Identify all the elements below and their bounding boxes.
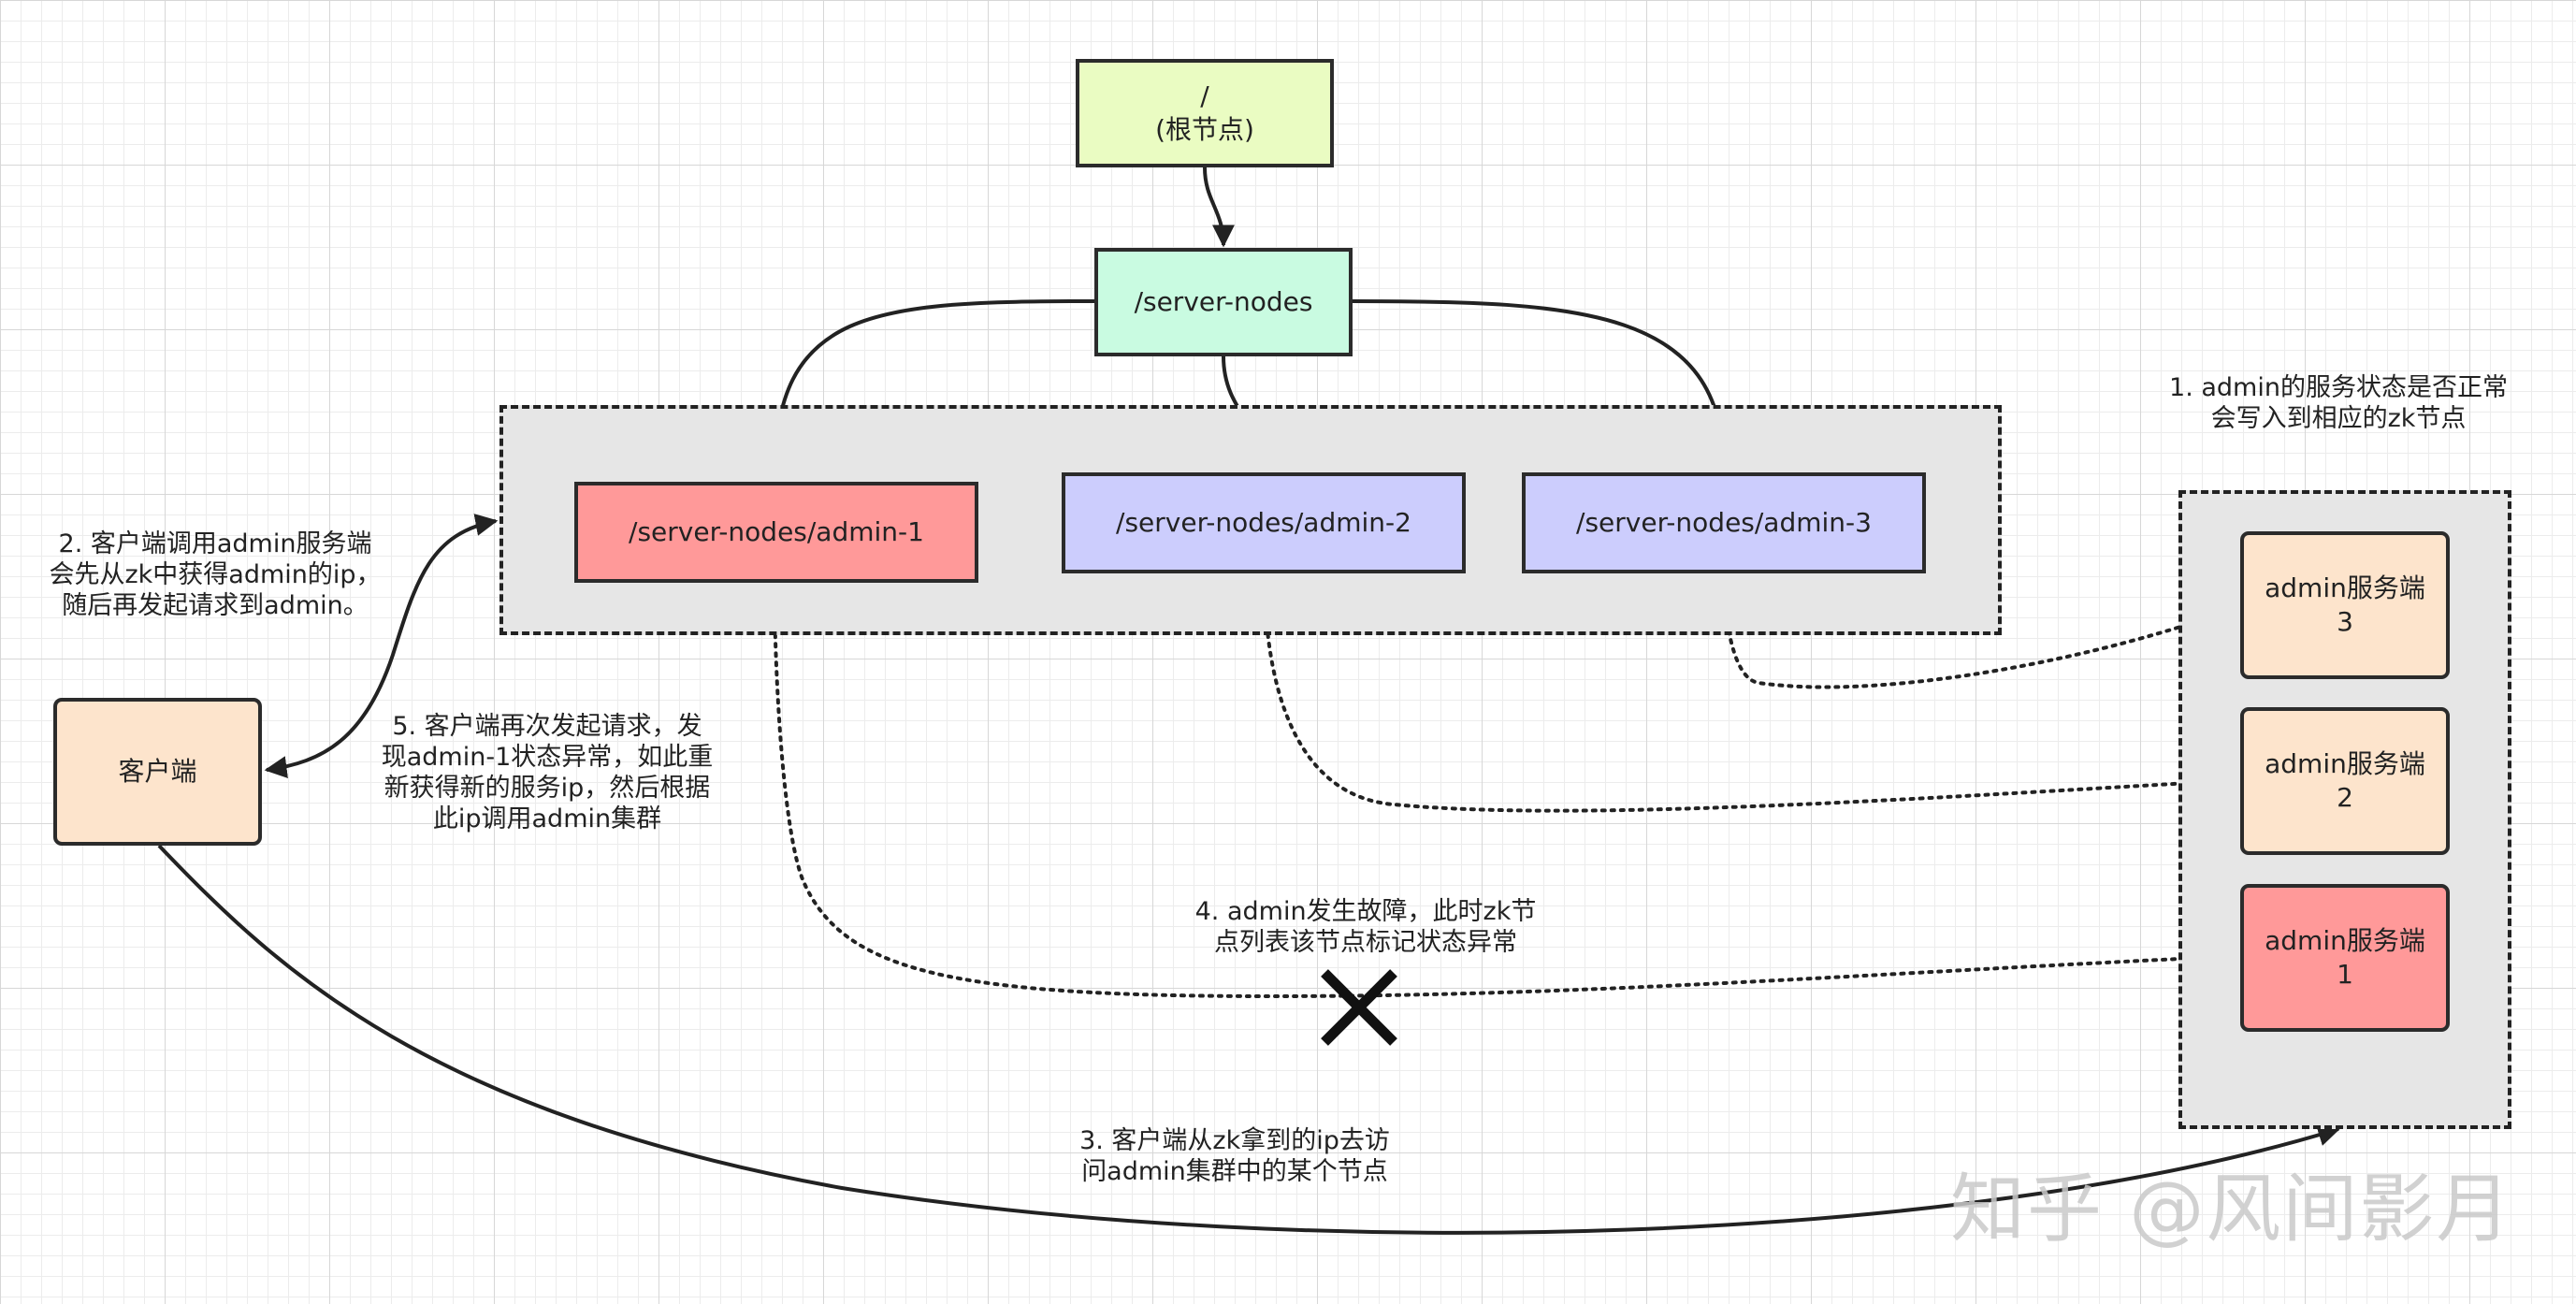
edge-root-to-server-nodes: [1203, 167, 1235, 248]
note-step-5-line: 此ip调用admin集群: [432, 804, 662, 833]
note-step-5-line: 5. 客户端再次发起请求，发: [392, 712, 702, 741]
admin-3-label: /server-nodes/admin-3: [1576, 506, 1872, 538]
edge-server-1-to-admin-1: [763, 583, 2242, 999]
note-step-4: 4. admin发生故障，此时zk节 点列表该节点标记状态异常: [1169, 896, 1562, 958]
client-node[interactable]: 客户端: [53, 698, 262, 846]
admin-server-1-number: 1: [2337, 959, 2353, 990]
admin-server-2-title: admin服务端: [2265, 747, 2425, 779]
admin-server-1-title: admin服务端: [2265, 924, 2425, 956]
root-node[interactable]: / (根节点): [1076, 59, 1334, 167]
root-node-label: (根节点): [1155, 114, 1254, 145]
edge-client-to-admin-cluster: [157, 844, 2341, 1235]
admin-server-2-number: 2: [2337, 782, 2353, 813]
note-step-4-line: 点列表该节点标记状态异常: [1214, 928, 1517, 957]
note-step-2-line: 随后再发起请求到admin。: [62, 591, 369, 620]
admin-server-1-node[interactable]: admin服务端 1: [2240, 884, 2450, 1032]
note-step-1: 1. admin的服务状态是否正常 会写入到相应的zk节点: [2142, 372, 2535, 434]
server-nodes-node[interactable]: /server-nodes: [1094, 248, 1353, 356]
note-step-1-line: 会写入到相应的zk节点: [2210, 404, 2467, 433]
note-step-1-line: 1. admin的服务状态是否正常: [2169, 373, 2508, 402]
note-step-3: 3. 客户端从zk拿到的ip去访 问admin集群中的某个节点: [1038, 1125, 1431, 1187]
admin-server-3-node[interactable]: admin服务端 3: [2240, 531, 2450, 679]
edge-server-2-to-admin-2: [1253, 573, 2242, 813]
note-step-3-line: 3. 客户端从zk拿到的ip去访: [1079, 1126, 1390, 1155]
note-step-2-line: 会先从zk中获得admin的ip，: [49, 560, 382, 589]
watermark-text: 知乎 @风间影月: [1950, 1166, 2513, 1253]
admin-server-2-node[interactable]: admin服务端 2: [2240, 707, 2450, 855]
note-step-5-line: 新获得新的服务ip，然后根据: [384, 774, 711, 803]
note-step-5: 5. 客户端再次发起请求，发 现admin-1状态异常，如此重 新获得新的服务i…: [355, 711, 739, 834]
admin-1-label: /server-nodes/admin-1: [629, 515, 924, 547]
admin-2-label: /server-nodes/admin-2: [1116, 506, 1411, 538]
note-step-4-line: 4. admin发生故障，此时zk节: [1194, 897, 1537, 926]
admin-1-node[interactable]: /server-nodes/admin-1: [574, 482, 978, 583]
note-step-5-line: 现admin-1状态异常，如此重: [381, 743, 714, 772]
note-step-3-line: 问admin集群中的某个节点: [1081, 1157, 1388, 1186]
admin-server-3-title: admin服务端: [2265, 572, 2425, 603]
edge-client-group-bidirectional: [264, 514, 499, 779]
note-step-2-line: 2. 客户端调用admin服务端: [58, 529, 372, 558]
note-step-2: 2. 客户端调用admin服务端 会先从zk中获得admin的ip， 随后再发起…: [28, 529, 402, 621]
cross-icon: [1321, 969, 1397, 1046]
admin-3-node[interactable]: /server-nodes/admin-3: [1522, 472, 1926, 573]
root-node-path: /: [1200, 80, 1209, 111]
client-label: 客户端: [118, 755, 197, 787]
admin-2-node[interactable]: /server-nodes/admin-2: [1062, 472, 1466, 573]
server-nodes-label: /server-nodes: [1134, 285, 1313, 317]
admin-server-3-number: 3: [2337, 606, 2353, 637]
